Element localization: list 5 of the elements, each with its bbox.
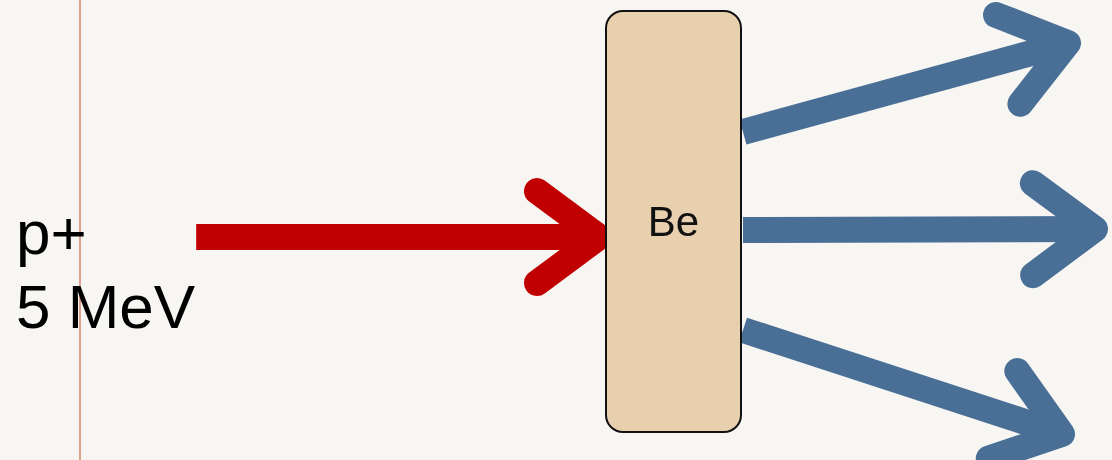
- target-box: [605, 10, 742, 433]
- beam-label: p+: [16, 197, 87, 269]
- element-label: Be: [647, 197, 700, 246]
- arrow: [742, 170, 1108, 289]
- beam-label: 5 MeV: [16, 271, 196, 343]
